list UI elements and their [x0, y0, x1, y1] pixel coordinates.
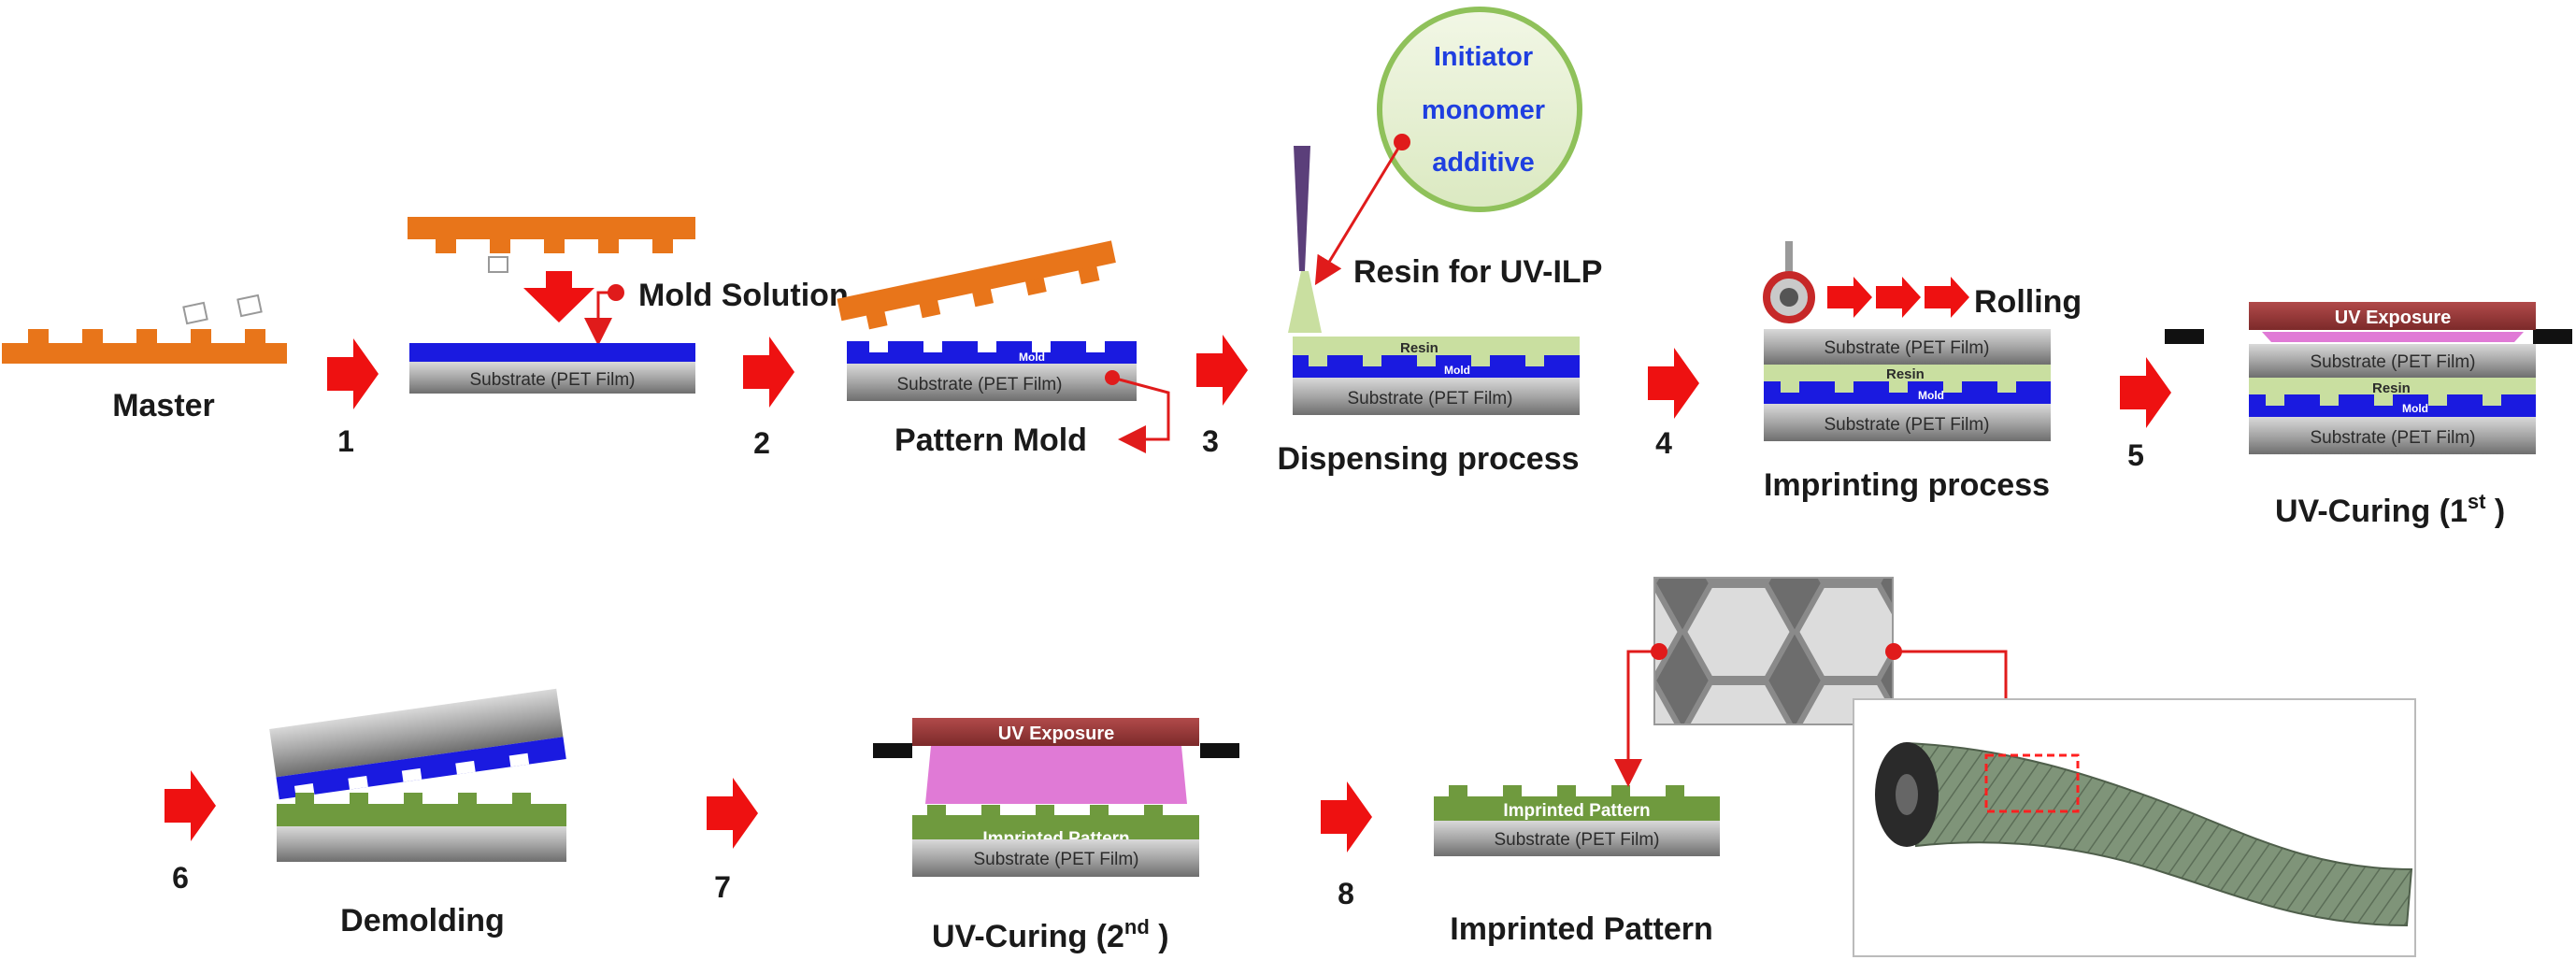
step-number-3: 3	[1202, 424, 1219, 458]
rolling-label: Rolling	[1974, 284, 2082, 320]
resin-label-2: Resin	[1886, 366, 1925, 382]
pattern-mold-stage: Mold Substrate (PET Film) Pattern Mold	[837, 240, 1170, 458]
step-arrow-2: 2	[743, 337, 794, 460]
mold-solution-label: Mold Solution	[638, 278, 849, 313]
imprinting-label: Imprinting process	[1764, 467, 2050, 503]
uv-curing-2-label: UV-Curing (2nd )	[932, 915, 1169, 954]
resin-label-3: Resin	[2372, 380, 2411, 396]
master-stage: Master	[2, 294, 287, 423]
mold-label-2: Mold	[1444, 364, 1470, 377]
step-number-7: 7	[714, 870, 731, 904]
dispenser-nozzle	[1294, 146, 1310, 271]
demolding-label: Demolding	[340, 903, 505, 939]
step-arrow-3: 3	[1196, 335, 1248, 458]
step-arrow-5: 5	[2120, 357, 2171, 472]
step-arrow-7: 7	[707, 778, 758, 904]
step-arrow-1: 1	[327, 338, 379, 458]
substrate-label-2: Substrate (PET Film)	[896, 375, 1062, 394]
step-arrow-4: 4	[1648, 348, 1699, 460]
imprinted-pattern-stage: Imprinted Pattern Substrate (PET Film) I…	[1434, 577, 2416, 957]
uv-exposure-label-2: UV Exposure	[998, 724, 1114, 744]
uv-lamp-2	[912, 718, 1199, 746]
substrate-label-6: Substrate (PET Film)	[2310, 352, 2475, 372]
bubble-monomer: monomer	[1422, 95, 1545, 125]
uv-exposure-label-1: UV Exposure	[2335, 308, 2451, 328]
pattern-mold-label: Pattern Mold	[894, 423, 1087, 458]
step-arrow-6: 6	[165, 770, 216, 895]
step-number-4: 4	[1655, 426, 1672, 460]
step-number-8: 8	[1338, 877, 1354, 910]
dispensing-label: Dispensing process	[1277, 441, 1579, 477]
imprinted-pattern-label: Imprinted Pattern	[1450, 911, 1712, 947]
dispensing-stage: Initiator monomer additive Resin for UV-…	[1277, 7, 1602, 477]
mold-solution-stage: Mold Solution Substrate (PET Film)	[408, 217, 849, 394]
step-number-1: 1	[337, 424, 354, 458]
step-number-2: 2	[753, 426, 770, 460]
uv-curing-2-stage: UV Exposure Imprinted Pattern Substrate …	[873, 718, 1239, 954]
resin-label-1: Resin	[1400, 340, 1438, 356]
substrate-label-8: Substrate (PET Film)	[973, 850, 1138, 869]
substrate-label-5: Substrate (PET Film)	[1824, 415, 1989, 435]
additive-bubble	[1377, 7, 1582, 212]
uv-lamp-1	[2249, 302, 2536, 330]
substrate-label-7: Substrate (PET Film)	[2310, 428, 2475, 448]
uv-curing-1-label: UV-Curing (1st )	[2275, 490, 2505, 529]
mold-label-3: Mold	[1918, 389, 1944, 402]
resin-uv-ilp-label: Resin for UV-ILP	[1353, 254, 1602, 290]
substrate-label-4: Substrate (PET Film)	[1824, 338, 1989, 358]
step-arrow-8: 8	[1321, 781, 1372, 910]
imprinting-stage: Rolling Substrate (PET Film) Resin Mold …	[1763, 241, 2082, 503]
substrate-label-9: Substrate (PET Film)	[1494, 830, 1659, 850]
substrate-label-1: Substrate (PET Film)	[469, 370, 635, 390]
bubble-initiator: Initiator	[1434, 42, 1533, 72]
master-label: Master	[112, 388, 215, 423]
demolding-stage: Demolding	[269, 688, 566, 939]
step-number-6: 6	[172, 861, 189, 895]
bubble-additive: additive	[1432, 148, 1535, 178]
uv-curing-1-stage: UV Exposure Substrate (PET Film) Resin M…	[2165, 302, 2572, 529]
step-number-5: 5	[2127, 438, 2144, 472]
imprinted-pattern-layer-2: Imprinted Pattern	[1503, 801, 1650, 821]
mold-label-1: Mold	[1019, 351, 1045, 364]
mold-label-4: Mold	[2402, 402, 2428, 415]
substrate-label-3: Substrate (PET Film)	[1347, 389, 1512, 408]
